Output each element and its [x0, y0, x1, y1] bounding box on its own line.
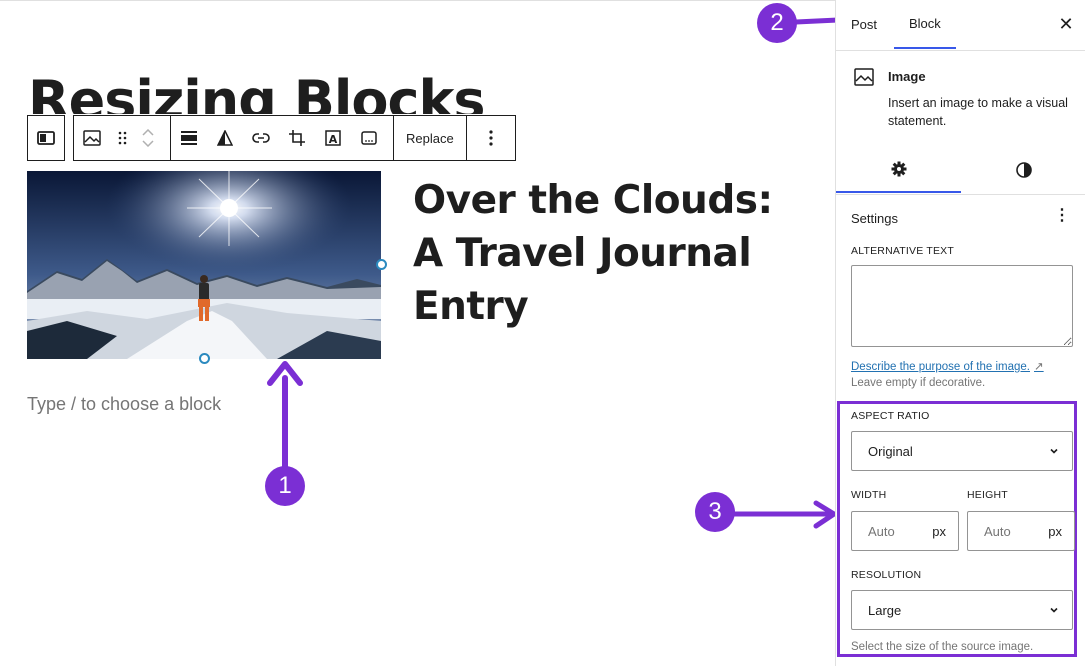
block-movers	[134, 116, 162, 160]
block-card-description: Insert an image to make a visual stateme…	[888, 96, 1068, 128]
width-unit[interactable]: px	[932, 524, 946, 539]
describe-purpose-link[interactable]: Describe the purpose of the image. ↗	[851, 359, 1044, 373]
tab-styles[interactable]	[961, 146, 1085, 193]
annotation-arrow-right-3	[732, 500, 837, 529]
resize-handle-bottom[interactable]	[199, 353, 210, 364]
move-up-icon[interactable]	[142, 129, 154, 136]
close-icon[interactable]: ✕	[1058, 13, 1074, 34]
annotation-badge-2: 2	[757, 3, 797, 43]
contrast-icon	[1015, 161, 1032, 178]
svg-text:A: A	[329, 133, 338, 146]
tab-settings[interactable]	[836, 146, 961, 193]
image-block[interactable]	[27, 171, 381, 359]
block-placeholder[interactable]: Type / to choose a block	[27, 394, 222, 414]
aspect-ratio-value: Original	[868, 443, 913, 459]
post-heading[interactable]: Over the Clouds: A Travel Journal Entry	[413, 178, 773, 329]
align-icon[interactable]	[171, 116, 207, 160]
alt-text-field[interactable]	[851, 265, 1073, 347]
block-tools-group: A Replace	[73, 115, 516, 161]
gear-icon	[891, 161, 906, 176]
annotation-highlight-box	[837, 401, 1077, 657]
external-link-icon: ↗	[1034, 361, 1044, 373]
annotation-arrow-up	[267, 361, 303, 473]
toolbar-divider	[465, 115, 467, 161]
width-field[interactable]: Auto px	[851, 511, 959, 551]
height-field[interactable]: Auto px	[967, 511, 1075, 551]
height-placeholder: Auto	[984, 524, 1011, 539]
resolution-hint: Select the size of the source image.	[851, 641, 1034, 653]
caption-icon[interactable]	[351, 116, 387, 160]
toolbar-divider	[170, 115, 171, 161]
link-icon[interactable]	[243, 116, 279, 160]
settings-options-icon[interactable]: ⋮	[1054, 207, 1070, 224]
replace-button[interactable]: Replace	[406, 130, 454, 146]
describe-purpose-link-text[interactable]: Describe the purpose of the image.	[851, 361, 1030, 373]
toolbar-divider	[393, 115, 394, 161]
resize-handle-right[interactable]	[376, 259, 387, 270]
editor-canvas: Resizing Blocks	[27, 3, 891, 532]
width-placeholder: Auto	[868, 524, 895, 539]
block-toolbar: A Replace	[27, 115, 516, 161]
text-overlay-icon[interactable]: A	[315, 116, 351, 160]
page-title[interactable]: Resizing Blocks	[28, 69, 485, 114]
aspect-ratio-label: ASPECT RATIO	[851, 410, 930, 422]
image-block-icon[interactable]	[74, 116, 110, 160]
inspector-subtabs	[836, 146, 1085, 195]
editor-top-border	[0, 0, 835, 4]
height-label: HEIGHT	[967, 489, 1008, 501]
annotation-badge-3: 3	[695, 492, 735, 532]
alt-text-label: ALTERNATIVE TEXT	[851, 245, 954, 257]
image-block-icon	[854, 68, 874, 86]
resolution-select[interactable]: Large	[851, 590, 1073, 630]
drag-handle-icon[interactable]	[110, 116, 134, 160]
chevron-down-icon	[1050, 607, 1058, 613]
height-unit[interactable]: px	[1048, 524, 1062, 539]
more-options-icon[interactable]	[467, 116, 515, 160]
sidebar-tabs: Post Block ✕	[836, 0, 1085, 51]
mountain-hiker-image	[27, 171, 381, 359]
duotone-filter-icon[interactable]	[207, 116, 243, 160]
chevron-down-icon	[1050, 448, 1058, 454]
settings-sidebar: Post Block ✕ Image Insert an image to ma…	[835, 0, 1085, 666]
tab-post[interactable]: Post	[851, 17, 878, 32]
crop-icon[interactable]	[279, 116, 315, 160]
annotation-overlay	[267, 4, 891, 529]
annotation-badge-1: 1	[265, 466, 305, 506]
settings-panel-title[interactable]: Settings	[851, 211, 898, 226]
width-label: WIDTH	[851, 489, 887, 501]
tab-block[interactable]: Block	[894, 0, 956, 49]
block-switcher-group	[27, 115, 65, 161]
block-card-title: Image	[888, 69, 926, 84]
resolution-label: RESOLUTION	[851, 569, 922, 581]
move-down-icon[interactable]	[142, 140, 154, 147]
aspect-ratio-select[interactable]: Original	[851, 431, 1073, 471]
resolution-value: Large	[868, 602, 902, 618]
media-text-icon[interactable]	[28, 116, 64, 160]
alt-text-hint: Leave empty if decorative.	[851, 377, 986, 389]
